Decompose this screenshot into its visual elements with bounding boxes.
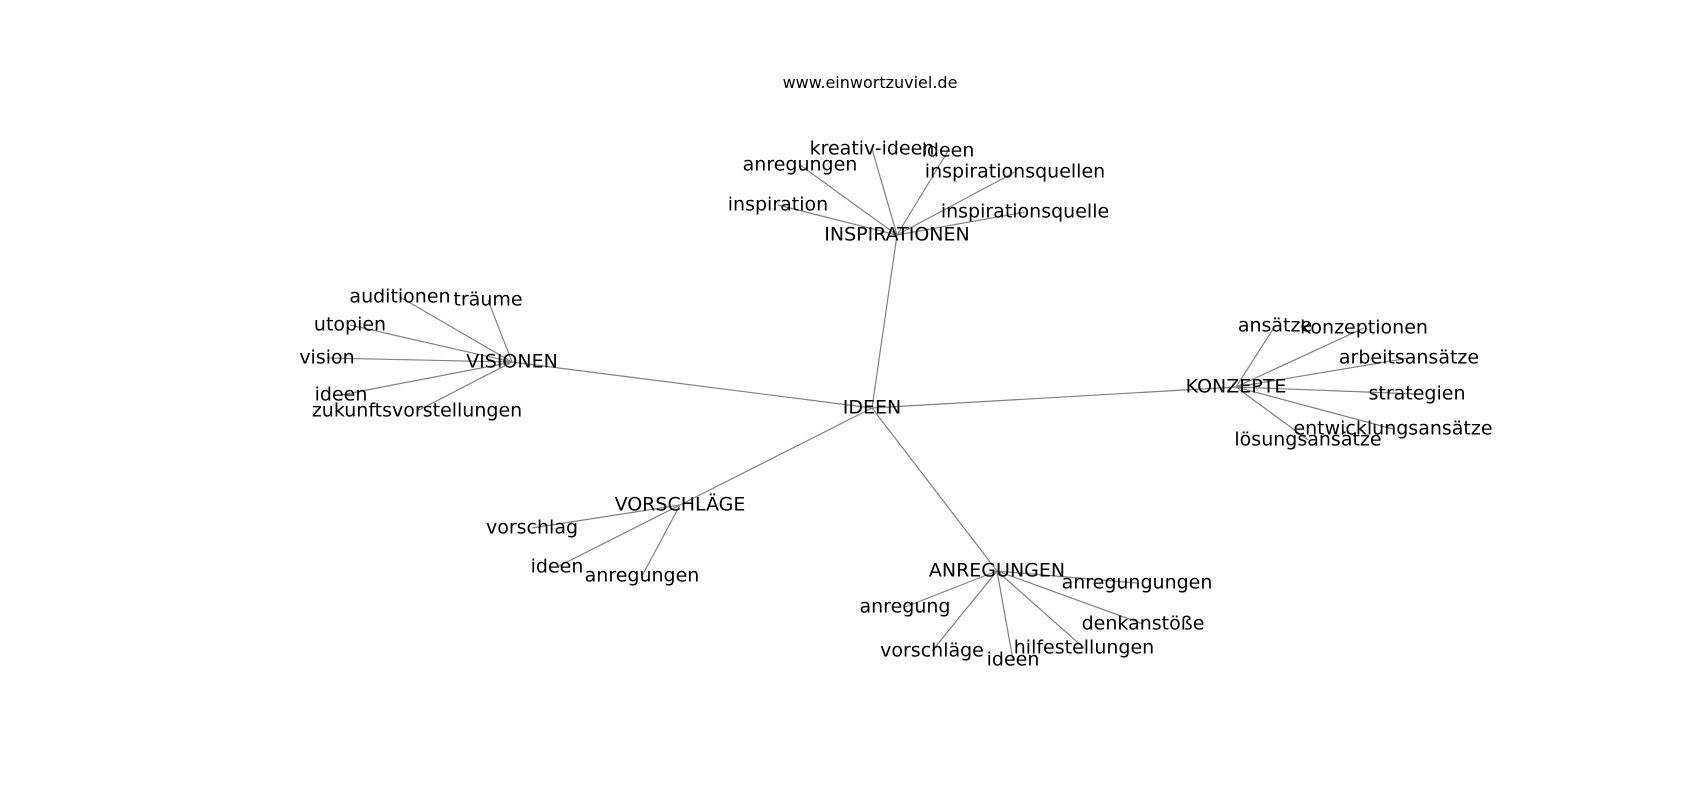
node-anregungen-leaf: vorschläge: [880, 640, 984, 662]
node-anregungen-leaf: ideen: [987, 649, 1040, 671]
edge-inspirationen-2: [799, 164, 898, 236]
node-konzepte-leaf: strategien: [1368, 383, 1465, 405]
edge-inspirationen-1: [896, 150, 949, 236]
edges-layer: [326, 148, 1418, 661]
node-konzepte-leaf: konzeptionen: [1300, 317, 1428, 339]
node-visionen-leaf: ideen: [315, 384, 368, 406]
node-konzepte-leaf: entwicklungsansätze: [1293, 418, 1492, 440]
node-anregungen: ANREGUNGEN: [929, 560, 1065, 582]
node-konzepte-leaf: ansätze: [1238, 315, 1312, 337]
edge-vorschlaege-2: [641, 504, 681, 577]
edge-visionen-4: [340, 361, 513, 396]
node-inspirationen-leaf: inspiration: [728, 194, 828, 216]
edge-visionen-0: [399, 296, 513, 363]
node-vorschlaege-leaf: anregungen: [585, 565, 700, 587]
edge-anregungen-3: [996, 570, 1085, 649]
edge-visionen-2: [349, 324, 513, 363]
edge-inspirationen-5: [896, 211, 1026, 236]
node-inspirationen-leaf: inspirationsquelle: [941, 201, 1109, 223]
node-konzepte-leaf: arbeitsansätze: [1339, 347, 1479, 369]
node-inspirationen-leaf: anregungen: [743, 154, 858, 176]
edge-anregungen-2: [996, 570, 1144, 625]
edge-konzepte-0: [1235, 325, 1276, 388]
edge-konzepte-1: [1235, 327, 1365, 388]
edge-konzepte-5: [1235, 386, 1309, 441]
source-url: www.einwortzuviel.de: [783, 73, 958, 92]
edge-vorschlaege-1: [556, 504, 681, 568]
node-anregungen-leaf: denkanstöße: [1082, 613, 1205, 635]
node-anregungen-leaf: anregung: [860, 596, 951, 618]
node-vorschlaege-leaf: ideen: [531, 556, 584, 578]
edge-inspirationen-0: [871, 148, 898, 236]
node-konzepte: KONZEPTE: [1186, 376, 1287, 398]
node-anregungen-leaf: hilfestellungen: [1014, 637, 1154, 659]
edge-visionen-3: [326, 357, 513, 363]
edge-anregungen-1: [904, 570, 998, 608]
edge-konzepte-4: [1235, 386, 1394, 430]
node-visionen-leaf: auditionen: [349, 286, 450, 308]
edge-vorschlaege-0: [531, 504, 681, 529]
node-visionen-leaf: utopien: [314, 314, 386, 336]
edge-visionen-5: [416, 361, 513, 412]
edge-root-vorschlaege: [679, 407, 873, 506]
edge-inspirationen-3: [896, 171, 1016, 236]
node-visionen-leaf: vision: [299, 347, 354, 369]
node-visionen: VISIONEN: [466, 351, 558, 373]
edge-root-inspirationen: [871, 234, 898, 409]
edge-visionen-1: [487, 299, 513, 363]
edge-konzepte-3: [1235, 386, 1418, 395]
edge-anregungen-0: [996, 570, 1138, 584]
nodes-layer: IDEENINSPIRATIONENkreativ-ideenideenanre…: [299, 138, 1492, 671]
node-inspirationen-leaf: ideen: [922, 140, 975, 162]
edge-anregungen-5: [996, 570, 1014, 661]
node-visionen-leaf: träume: [453, 289, 522, 311]
node-vorschlaege: VORSCHLÄGE: [615, 493, 746, 516]
edge-root-konzepte: [871, 386, 1237, 409]
node-root: IDEEN: [843, 397, 901, 419]
node-inspirationen-leaf: inspirationsquellen: [925, 161, 1105, 183]
node-anregungen-leaf: anregungungen: [1062, 572, 1213, 594]
node-visionen-leaf: zukunftsvorstellungen: [312, 400, 522, 422]
edge-root-anregungen: [871, 407, 998, 572]
edge-konzepte-2: [1235, 357, 1410, 388]
edge-root-visionen: [511, 361, 873, 409]
edge-inspirationen-4: [777, 204, 898, 236]
edge-anregungen-4: [931, 570, 998, 652]
node-vorschlaege-leaf: vorschlag: [486, 517, 578, 539]
node-konzepte-leaf: lösungsansätze: [1234, 429, 1381, 451]
node-inspirationen: INSPIRATIONEN: [824, 224, 970, 246]
node-inspirationen-leaf: kreativ-ideen: [810, 138, 935, 160]
